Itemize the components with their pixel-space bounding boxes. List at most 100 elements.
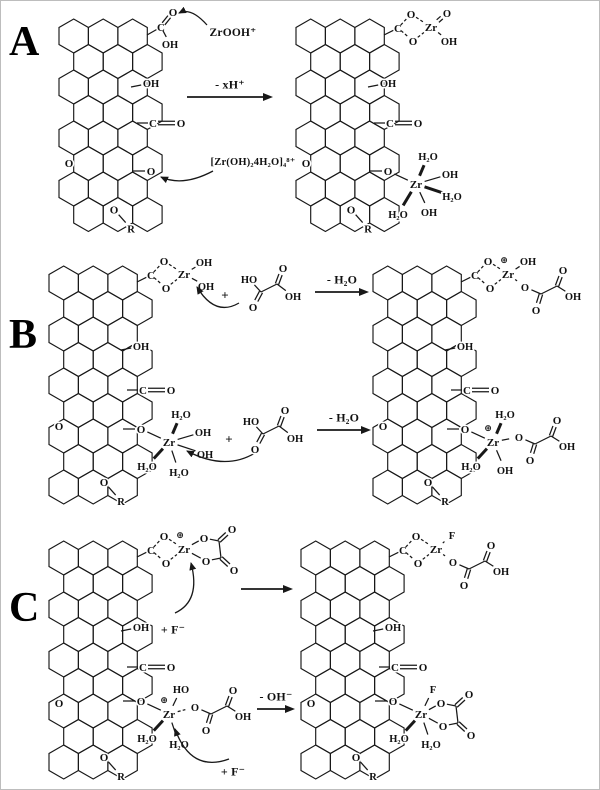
hex-ring — [401, 367, 433, 403]
bond — [152, 719, 165, 732]
bond — [552, 426, 557, 437]
hex-ring — [58, 120, 89, 156]
hex-ring — [300, 744, 331, 780]
bond — [442, 553, 446, 557]
atom-label-carbonyl-O: O — [491, 385, 500, 397]
bond — [458, 721, 468, 730]
atom-label-R: R — [441, 497, 449, 508]
hex-ring — [92, 718, 124, 755]
bond — [494, 279, 502, 285]
graphene-sheet-A-left — [58, 18, 163, 233]
bond — [172, 697, 178, 707]
bond — [468, 560, 486, 570]
atom-label: O — [279, 263, 288, 275]
bond — [533, 444, 538, 455]
bond — [482, 550, 488, 561]
hex-ring — [87, 171, 119, 207]
atom-label: O — [281, 405, 290, 417]
bond — [401, 190, 413, 207]
atom-label: O — [202, 725, 211, 737]
atom-label: O — [465, 689, 474, 701]
atom-label: O — [414, 558, 423, 570]
hex-ring — [387, 290, 418, 327]
atom-label-O: O — [424, 477, 433, 489]
hex-ring — [431, 367, 462, 403]
ligand-label-oxo-O: O — [443, 9, 451, 20]
bond — [146, 28, 158, 36]
bond — [477, 277, 486, 285]
ligand-label-OH: OH — [520, 257, 536, 268]
bond — [205, 713, 210, 723]
bond — [556, 285, 566, 292]
bond — [404, 719, 417, 732]
hex-ring — [73, 145, 104, 182]
bond — [471, 431, 486, 439]
bond — [420, 538, 429, 545]
bond — [459, 564, 470, 570]
bond — [201, 709, 212, 715]
plus-sign: + — [221, 288, 229, 303]
bond — [456, 699, 466, 708]
hex-ring — [77, 642, 109, 678]
bond — [153, 539, 161, 548]
atom-label-Zr: Zr — [178, 544, 190, 556]
atom-label-O: O — [100, 477, 109, 489]
bond — [162, 30, 167, 38]
hex-ring — [295, 18, 326, 54]
arrow-label: - OH⁻ — [260, 689, 293, 703]
bond — [501, 438, 510, 441]
bond — [228, 696, 233, 707]
bond — [535, 293, 540, 303]
bond — [436, 15, 442, 21]
hex-ring — [77, 367, 109, 403]
bond — [367, 84, 379, 88]
hex-ring — [329, 642, 361, 678]
atom-label-O: O — [352, 752, 361, 764]
atom-label-O: O — [347, 204, 356, 216]
hex-ring — [324, 120, 356, 156]
atom-label-OH: OH — [287, 434, 303, 445]
atom-label: O — [487, 540, 496, 552]
bond — [455, 705, 459, 724]
atom-label: O — [460, 580, 469, 592]
atom-label: O — [162, 283, 171, 295]
curved-arrow-zrooh-attack — [178, 6, 208, 26]
bond — [147, 703, 162, 711]
hex-ring — [344, 718, 376, 755]
ligand-label-H2O: H₂O — [421, 740, 440, 751]
hex-ring — [107, 642, 138, 678]
bond — [274, 273, 280, 284]
bond — [495, 422, 503, 435]
hex-ring — [132, 94, 163, 131]
atom-label-O: O — [110, 204, 119, 216]
bond — [191, 540, 200, 546]
bond — [448, 722, 459, 726]
bond — [210, 705, 228, 715]
atom-label-phenolate-O: O — [137, 424, 146, 436]
bond — [419, 191, 426, 204]
panel-label-B: B — [9, 312, 37, 358]
hex-ring — [92, 341, 124, 378]
hex-ring — [369, 196, 400, 233]
hex-ring — [107, 469, 138, 505]
hex-ring — [324, 69, 356, 105]
bond — [460, 276, 472, 283]
atom-label-ring-O: O — [302, 158, 311, 170]
hex-ring — [92, 443, 124, 480]
atom-label-carbonyl-O: O — [167, 385, 176, 397]
hex-ring — [359, 540, 390, 576]
hex-ring — [339, 43, 371, 80]
bond — [257, 292, 264, 302]
bond — [405, 552, 414, 560]
hex-ring — [117, 18, 148, 54]
hex-ring — [372, 469, 403, 505]
hex-ring — [63, 392, 94, 429]
hex-ring — [310, 145, 341, 182]
bond — [424, 185, 443, 195]
atom-label-Zr: Zr — [425, 22, 437, 34]
bond — [259, 434, 266, 444]
hex-ring — [107, 540, 138, 576]
atom-label: O — [412, 531, 421, 543]
hex-ring — [446, 392, 477, 429]
reagent-label-zrooh: ZrOOH⁺ — [210, 27, 257, 39]
